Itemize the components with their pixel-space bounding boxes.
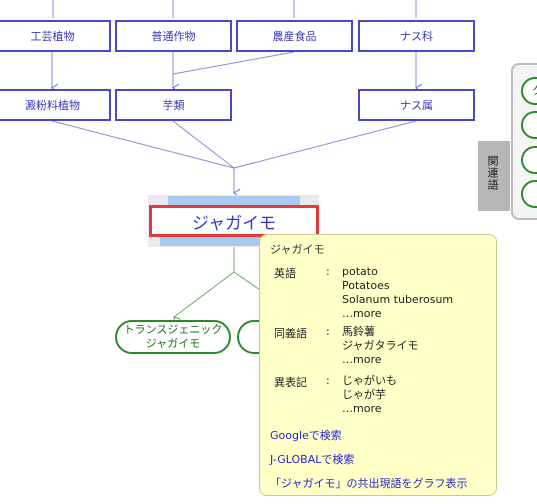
related-item-4[interactable] — [521, 180, 537, 208]
popup-value: じゃがいも — [342, 374, 397, 387]
popup-value: じゃが芋 — [342, 388, 386, 401]
related-item-2[interactable] — [521, 111, 537, 139]
google-search-link[interactable]: Googleで検索 — [270, 429, 342, 442]
popup-value: Solanum tuberosum — [342, 293, 454, 306]
popup-key-variants: 異表記 — [274, 376, 307, 389]
center-node-jagaimo[interactable]: ジャガイモ — [149, 205, 319, 237]
node-nosan-shokuhin[interactable]: 農産食品 — [236, 20, 353, 52]
related-item-1[interactable]: ク — [521, 77, 537, 105]
term-detail-popup: ジャガイモ 英語 : potato Potatoes Solanum tuber… — [259, 234, 497, 496]
node-futsu-sakumotsu[interactable]: 普通作物 — [115, 20, 232, 52]
popup-value: 馬鈴薯 — [342, 325, 375, 338]
related-words-panel: ク — [511, 63, 537, 220]
node-denpunryo-shokubutsu[interactable]: 澱粉料植物 — [0, 89, 111, 121]
popup-value: ジャガタライモ — [342, 339, 419, 352]
popup-key-english: 英語 — [274, 267, 296, 280]
popup-colon: : — [326, 265, 330, 278]
related-words-tab-label: 関連語 — [486, 155, 499, 191]
related-item-3[interactable] — [521, 146, 537, 174]
child-node-transgenic-jagaimo[interactable]: トランスジェニック ジャガイモ — [115, 320, 231, 354]
node-nasu-ka[interactable]: ナス科 — [358, 20, 475, 52]
related-words-tab[interactable]: 関連語 — [478, 141, 510, 211]
node-kogei-shokubutsu[interactable]: 工芸植物 — [0, 20, 111, 52]
center-node-top-bar — [168, 196, 300, 205]
popup-colon: : — [326, 325, 330, 338]
chevron-right-icon — [500, 165, 510, 187]
popup-more-link[interactable]: …more — [342, 353, 382, 366]
popup-value: Potatoes — [342, 279, 390, 292]
node-imorui[interactable]: 芋類 — [115, 89, 232, 121]
popup-title: ジャガイモ — [270, 243, 325, 256]
popup-value: potato — [342, 265, 378, 278]
popup-more-link[interactable]: …more — [342, 402, 382, 415]
cooccurrence-graph-link[interactable]: 「ジャガイモ」の共出現語をグラフ表示 — [270, 477, 468, 490]
popup-colon: : — [326, 374, 330, 387]
node-nasu-zoku[interactable]: ナス属 — [358, 89, 475, 121]
popup-key-synonyms: 同義語 — [274, 327, 307, 340]
jglobal-search-link[interactable]: J-GLOBALで検索 — [270, 453, 355, 466]
center-node-bottom-bar — [160, 237, 308, 246]
popup-more-link[interactable]: …more — [342, 307, 382, 320]
